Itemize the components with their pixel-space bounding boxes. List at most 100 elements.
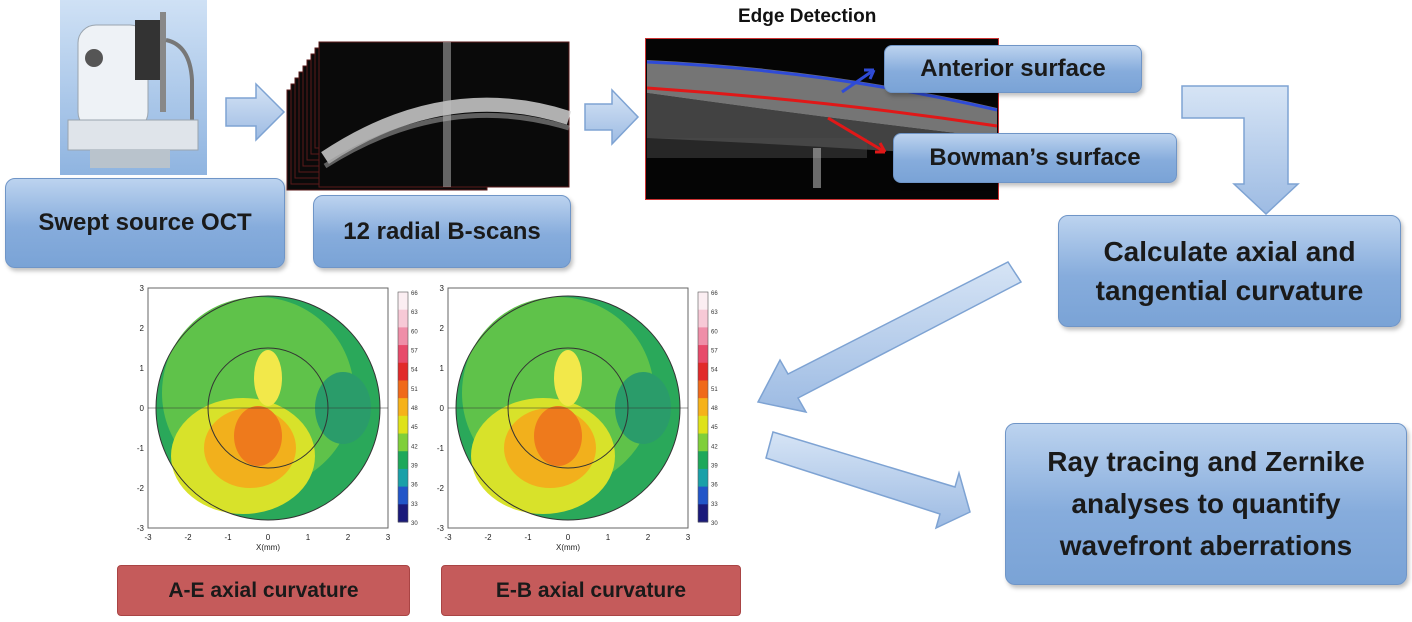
y-tick-label: -2 [137, 484, 145, 493]
colorbar-segment [698, 451, 708, 470]
y-tick-label: 1 [140, 364, 145, 373]
arrow-oct-to-bscans [225, 82, 286, 142]
y-tick-label: -2 [437, 484, 445, 493]
radial-b-scans-box: 12 radial B-scans [313, 195, 571, 268]
anterior-surface-label: Anterior surface [920, 55, 1106, 82]
eb-axial-curvature-label: E-B axial curvature [495, 578, 687, 602]
ray-tracing-line-1: Ray tracing and Zernike [1047, 446, 1365, 477]
colorbar-segment [698, 380, 708, 399]
x-tick-label: 1 [606, 533, 611, 542]
colorbar-tick-label: 30 [711, 521, 718, 527]
colorbar-segment [698, 486, 708, 505]
bowman-surface-label: Bowman’s surface [929, 144, 1141, 171]
arrow-bscans-to-edge [584, 88, 640, 146]
colorbar-tick-label: 66 [411, 291, 418, 297]
x-tick-label: -3 [144, 533, 152, 542]
x-axis-label: X(mm) [256, 543, 280, 552]
b-scan-stack [285, 38, 575, 193]
x-tick-label: 0 [566, 533, 571, 542]
y-tick-label: 2 [440, 324, 445, 333]
colorbar-segment [698, 504, 708, 523]
y-tick-label: 3 [440, 284, 445, 293]
anterior-surface-box: Anterior surface [884, 45, 1142, 93]
colorbar-segment [698, 292, 708, 311]
colorbar-tick-label: 63 [711, 310, 718, 316]
x-tick-label: -2 [184, 533, 192, 542]
colorbar-segment [698, 362, 708, 381]
swept-source-oct-box: Swept source OCT [5, 178, 285, 268]
colorbar-tick-label: 60 [411, 329, 418, 335]
x-tick-label: -1 [224, 533, 232, 542]
colorbar-segment [398, 415, 408, 435]
x-tick-label: -3 [444, 533, 452, 542]
bowman-surface-line [646, 86, 998, 128]
colorbar-tick-label: 54 [411, 368, 418, 374]
ray-tracing-box: Ray tracing and Zernike analyses to quan… [1005, 423, 1407, 585]
y-tick-label: 0 [440, 404, 445, 413]
colorbar-tick-label: 39 [711, 464, 718, 470]
radial-b-scans-label: 12 radial B-scans [343, 217, 541, 245]
colorbar-segment [398, 345, 408, 364]
colorbar-segment [398, 504, 408, 523]
colorbar-segment [398, 327, 408, 346]
arrow-maps-to-ray [765, 431, 971, 530]
colorbar-tick-label: 48 [411, 406, 418, 412]
y-tick-label: 1 [440, 364, 445, 373]
colorbar-tick-label: 63 [411, 310, 418, 316]
colorbar-tick-label: 48 [711, 406, 718, 412]
oct-device-photo [60, 0, 207, 175]
colorbar-tick-label: 30 [411, 521, 418, 527]
colorbar-tick-label: 51 [711, 387, 718, 393]
calculate-curvature-box: Calculate axial and tangential curvature [1058, 215, 1401, 327]
x-tick-label: -2 [484, 533, 492, 542]
ray-tracing-line-3: wavefront aberrations [1059, 530, 1353, 561]
colorbar-segment [398, 398, 408, 417]
y-tick-label: -1 [437, 444, 445, 453]
colorbar-tick-label: 39 [411, 464, 418, 470]
colorbar-segment [698, 345, 708, 364]
bowman-surface-box: Bowman’s surface [893, 133, 1177, 183]
colorbar-segment [698, 468, 708, 488]
colorbar-segment [398, 486, 408, 505]
arrow-edge-to-calculate [1181, 85, 1300, 216]
colorbar-tick-label: 51 [411, 387, 418, 393]
y-tick-label: 0 [140, 404, 145, 413]
anterior-surface-line [646, 60, 998, 112]
y-tick-label: -3 [437, 524, 445, 533]
colorbar-tick-label: 42 [711, 444, 718, 450]
colorbar-segment [398, 468, 408, 488]
colorbar-tick-label: 33 [711, 502, 718, 508]
calculate-curvature-line-2: tangential curvature [1095, 275, 1364, 306]
y-tick-label: -1 [137, 444, 145, 453]
edge-detection-title: Edge Detection [738, 6, 877, 27]
colorbar-tick-label: 33 [411, 502, 418, 508]
colorbar-tick-label: 36 [711, 483, 718, 489]
x-tick-label: 3 [386, 533, 391, 542]
ae-axial-curvature-label-box: A-E axial curvature [117, 565, 410, 616]
eb-axial-curvature-label-box: E-B axial curvature [441, 565, 741, 616]
y-tick-label: -3 [137, 524, 145, 533]
colorbar-tick-label: 54 [711, 368, 718, 374]
colorbar-segment [398, 451, 408, 470]
ae-axial-curvature-label: A-E axial curvature [168, 578, 359, 602]
ray-tracing-line-2: analyses to quantify [1071, 488, 1341, 519]
x-tick-label: -1 [524, 533, 532, 542]
colorbar-segment [698, 415, 708, 435]
x-tick-label: 2 [346, 533, 351, 542]
x-tick-label: 0 [266, 533, 271, 542]
colorbar-tick-label: 66 [711, 291, 718, 297]
colorbar-segment [398, 380, 408, 399]
colorbar-segment [398, 309, 408, 328]
x-tick-label: 1 [306, 533, 311, 542]
arrow-calculate-to-maps [756, 261, 1023, 414]
colorbar-tick-label: 36 [411, 483, 418, 489]
colorbar-segment [398, 362, 408, 381]
colorbar-segment [698, 309, 708, 328]
y-tick-label: 3 [140, 284, 145, 293]
colorbar-segment [698, 398, 708, 417]
colorbar-tick-label: 42 [411, 444, 418, 450]
x-axis-label: X(mm) [556, 543, 580, 552]
colorbar-tick-label: 57 [411, 349, 418, 355]
